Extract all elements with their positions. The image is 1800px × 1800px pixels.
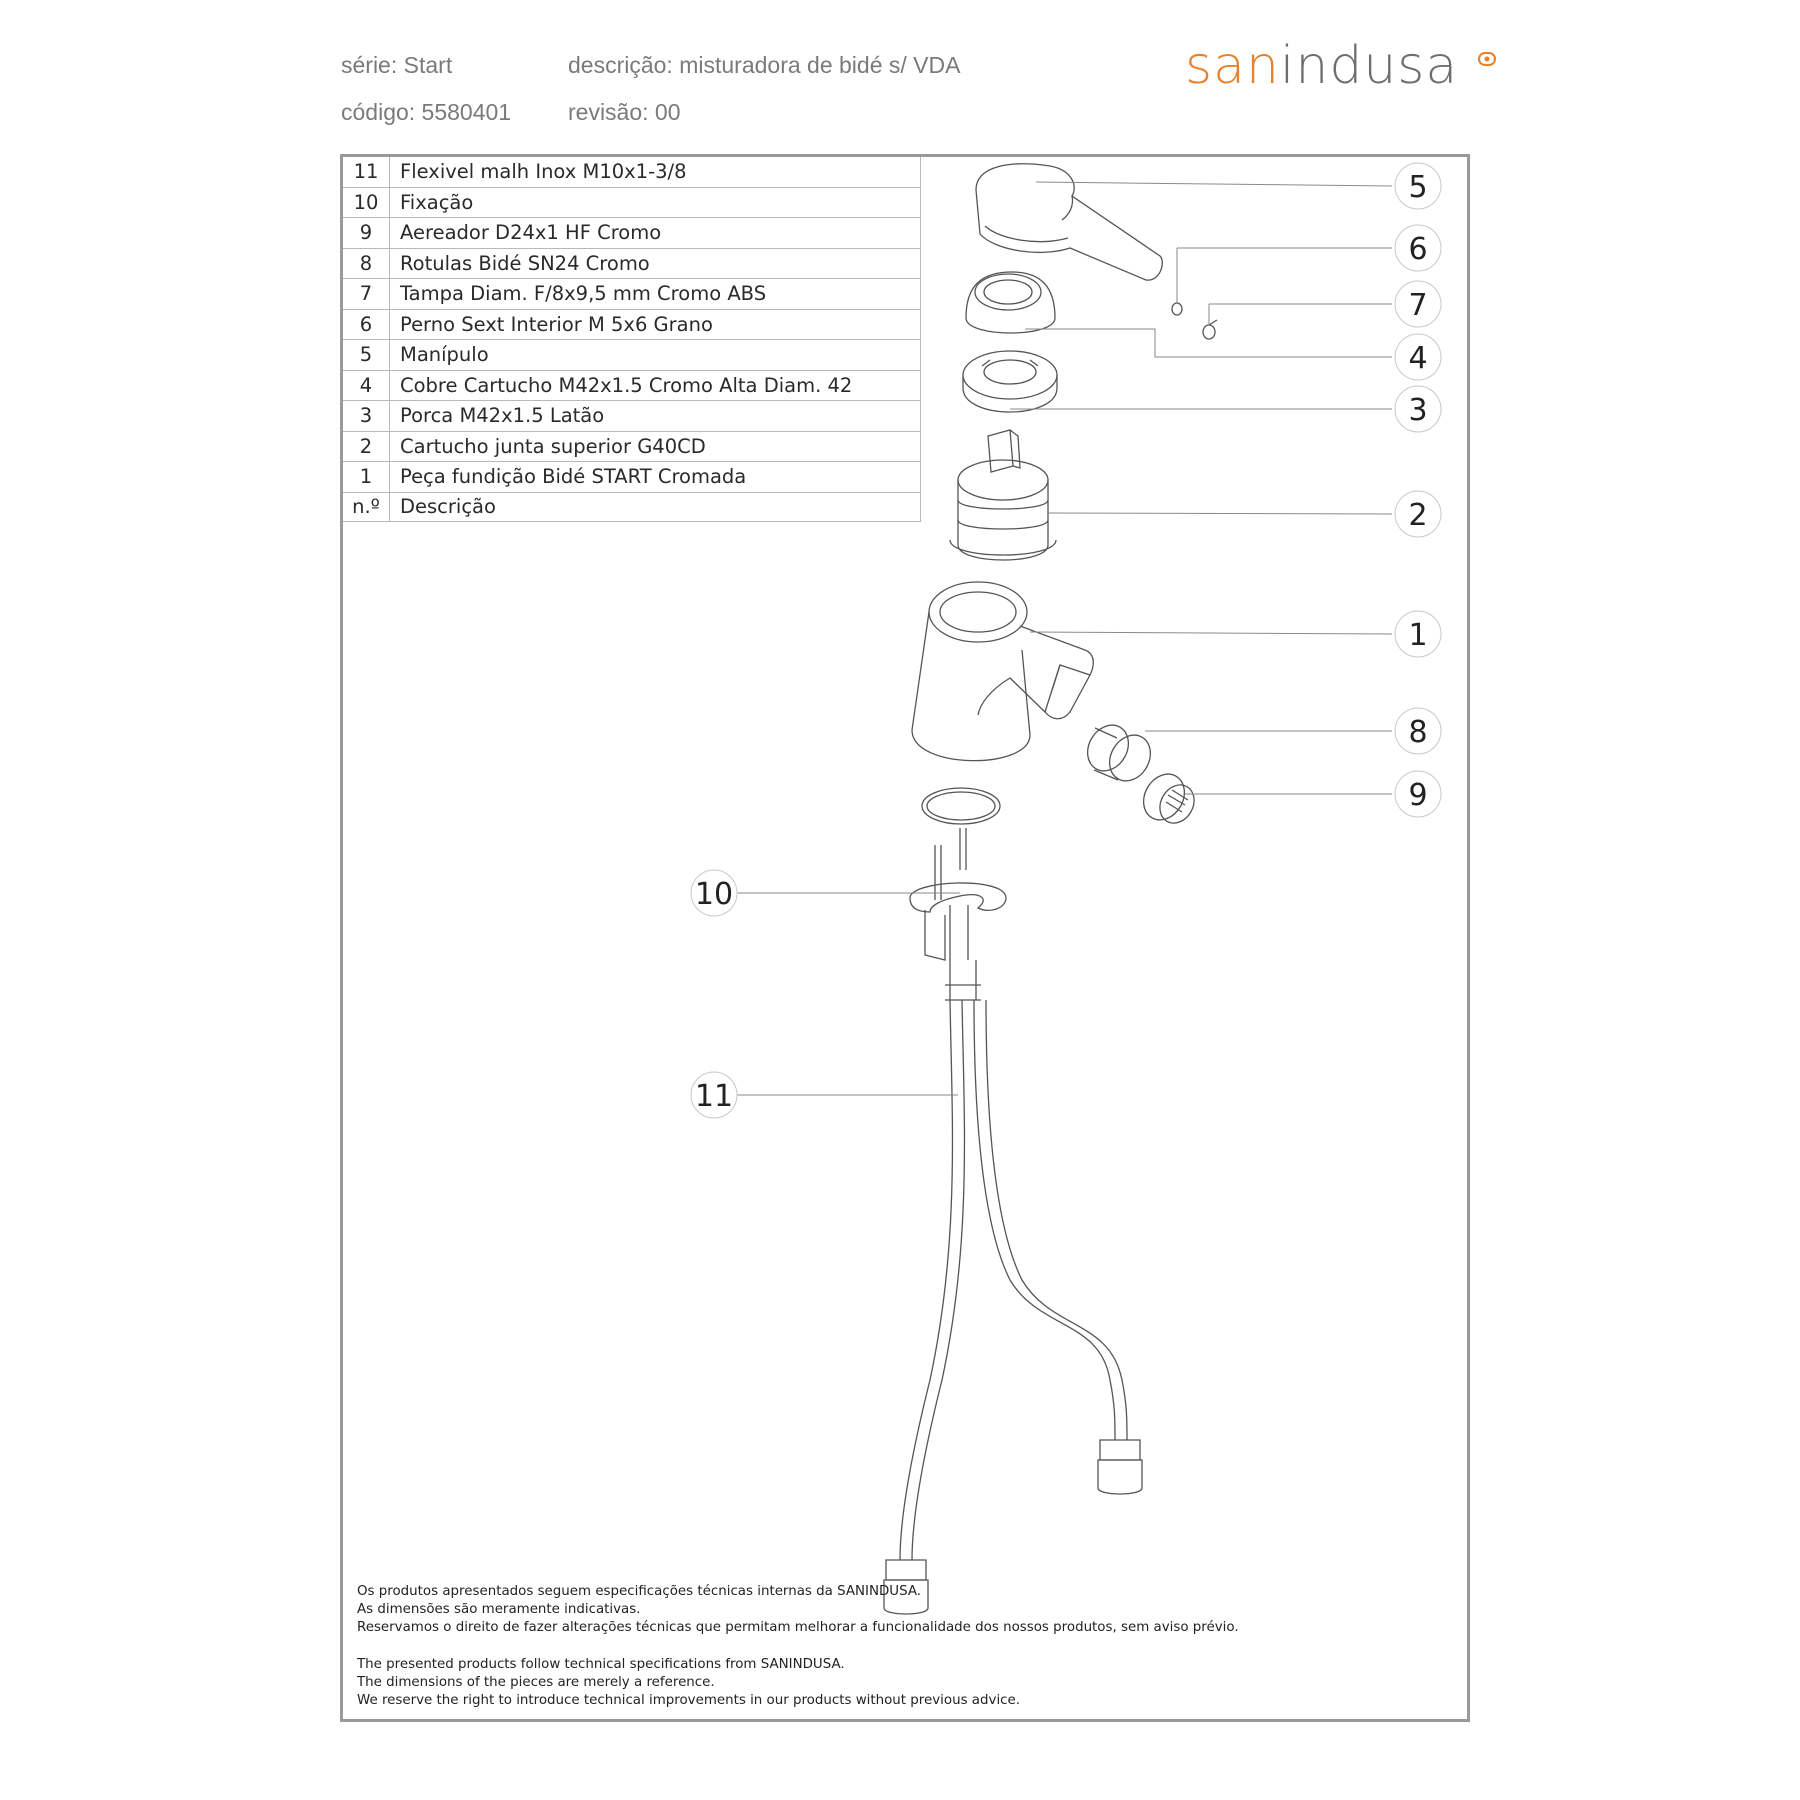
disclaimer-en-line: We reserve the right to introduce techni… bbox=[357, 1693, 1021, 1708]
leader-line-2 bbox=[1047, 512, 1393, 515]
callout-1: 1 bbox=[1394, 610, 1442, 658]
callout-11: 11 bbox=[690, 1071, 738, 1119]
callout-2: 2 bbox=[1394, 490, 1442, 538]
part-number-cell: 10 bbox=[343, 187, 390, 218]
callout-7: 7 bbox=[1394, 280, 1442, 328]
callout-9: 9 bbox=[1394, 770, 1442, 818]
descricao-label: descrição: misturadora de bidé s/ VDA bbox=[568, 52, 961, 78]
svg-text:5: 5 bbox=[1408, 170, 1427, 205]
svg-text:7: 7 bbox=[1408, 288, 1427, 323]
disclaimer-en-line: The presented products follow technical … bbox=[357, 1657, 845, 1672]
leader-line-1 bbox=[1029, 631, 1393, 635]
part-number-cell: 4 bbox=[343, 370, 390, 401]
part-swivel bbox=[1086, 724, 1152, 782]
part-handle bbox=[975, 163, 1163, 281]
part-number-cell: 7 bbox=[343, 278, 390, 310]
svg-text:4: 4 bbox=[1408, 341, 1427, 376]
svg-text:10: 10 bbox=[695, 877, 733, 912]
part-aerator bbox=[1142, 773, 1195, 824]
drawing-frame bbox=[340, 154, 1470, 1722]
part-number-cell: 8 bbox=[343, 248, 390, 279]
part-description-cell: Cobre Cartucho M42x1.5 Cromo Alta Diam. … bbox=[389, 370, 921, 401]
callout-6: 6 bbox=[1394, 224, 1442, 272]
logo-text-indusa: indusa bbox=[1279, 36, 1459, 96]
part-number-cell: 11 bbox=[343, 157, 390, 188]
part-grub-screw bbox=[1171, 302, 1183, 316]
disclaimer-pt-line: Os produtos apresentados seguem especifi… bbox=[357, 1584, 922, 1599]
codigo-label: código: 5580401 bbox=[341, 99, 512, 125]
part-o-ring bbox=[921, 787, 1001, 825]
part-description-cell: Aereador D24x1 HF Cromo bbox=[389, 217, 921, 249]
disclaimer-english: The presented products follow technical … bbox=[357, 1656, 1020, 1710]
part-number-cell: 5 bbox=[343, 339, 390, 371]
sanindusa-logo: sanindusa bbox=[1185, 36, 1458, 96]
part-description-cell: Manípulo bbox=[389, 339, 921, 371]
svg-text:3: 3 bbox=[1408, 393, 1427, 428]
disclaimer-en-line: The dimensions of the pieces are merely … bbox=[357, 1675, 715, 1690]
header-description-cell: Descrição bbox=[389, 492, 921, 522]
part-cap bbox=[1202, 319, 1218, 340]
callout-4: 4 bbox=[1394, 333, 1442, 381]
callout-5: 5 bbox=[1394, 162, 1442, 210]
part-body bbox=[911, 581, 1094, 762]
svg-text:1: 1 bbox=[1408, 618, 1427, 653]
part-fixing bbox=[909, 828, 1007, 961]
serie-label: série: Start bbox=[341, 52, 453, 78]
revisao-label: revisão: 00 bbox=[568, 99, 681, 125]
part-flexible-hoses bbox=[883, 960, 1143, 1615]
svg-text:9: 9 bbox=[1408, 778, 1427, 813]
part-number-cell: 1 bbox=[343, 461, 390, 493]
part-number-cell: 9 bbox=[343, 217, 390, 249]
logo-text-san: san bbox=[1185, 36, 1280, 96]
part-cartridge bbox=[949, 429, 1057, 561]
svg-text:6: 6 bbox=[1408, 232, 1427, 267]
header-number-cell: n.º bbox=[343, 492, 390, 522]
leader-line-5 bbox=[1035, 181, 1393, 187]
part-description-cell: Perno Sext Interior M 5x6 Grano bbox=[389, 309, 921, 340]
part-description-cell: Tampa Diam. F/8x9,5 mm Cromo ABS bbox=[389, 278, 921, 310]
disclaimer-portuguese: Os produtos apresentados seguem especifi… bbox=[357, 1583, 1239, 1637]
part-number-cell: 2 bbox=[343, 431, 390, 462]
leader-line-4 bbox=[1025, 328, 1392, 358]
part-number-cell: 3 bbox=[343, 400, 390, 432]
part-description-cell: Cartucho junta superior G40CD bbox=[389, 431, 921, 462]
disclaimer-pt-line: As dimensões são meramente indicativas. bbox=[357, 1602, 641, 1617]
part-description-cell: Flexivel malh Inox M10x1-3/8 bbox=[389, 157, 921, 188]
logo-mark-icon bbox=[1478, 52, 1496, 66]
callout-10: 10 bbox=[690, 869, 738, 917]
part-description-cell: Porca M42x1.5 Latão bbox=[389, 400, 921, 432]
callout-8: 8 bbox=[1394, 707, 1442, 755]
part-number-cell: 6 bbox=[343, 309, 390, 340]
part-description-cell: Fixação bbox=[389, 187, 921, 218]
part-description-cell: Peça fundição Bidé START Cromada bbox=[389, 461, 921, 493]
disclaimer-pt-line: Reservamos o direito de fazer alterações… bbox=[357, 1620, 1239, 1635]
part-description-cell: Rotulas Bidé SN24 Cromo bbox=[389, 248, 921, 279]
svg-text:8: 8 bbox=[1408, 715, 1427, 750]
svg-text:2: 2 bbox=[1408, 498, 1427, 533]
svg-text:11: 11 bbox=[695, 1079, 733, 1114]
part-nut bbox=[962, 350, 1058, 413]
part-cartridge-cover bbox=[965, 271, 1056, 334]
callout-3: 3 bbox=[1394, 385, 1442, 433]
